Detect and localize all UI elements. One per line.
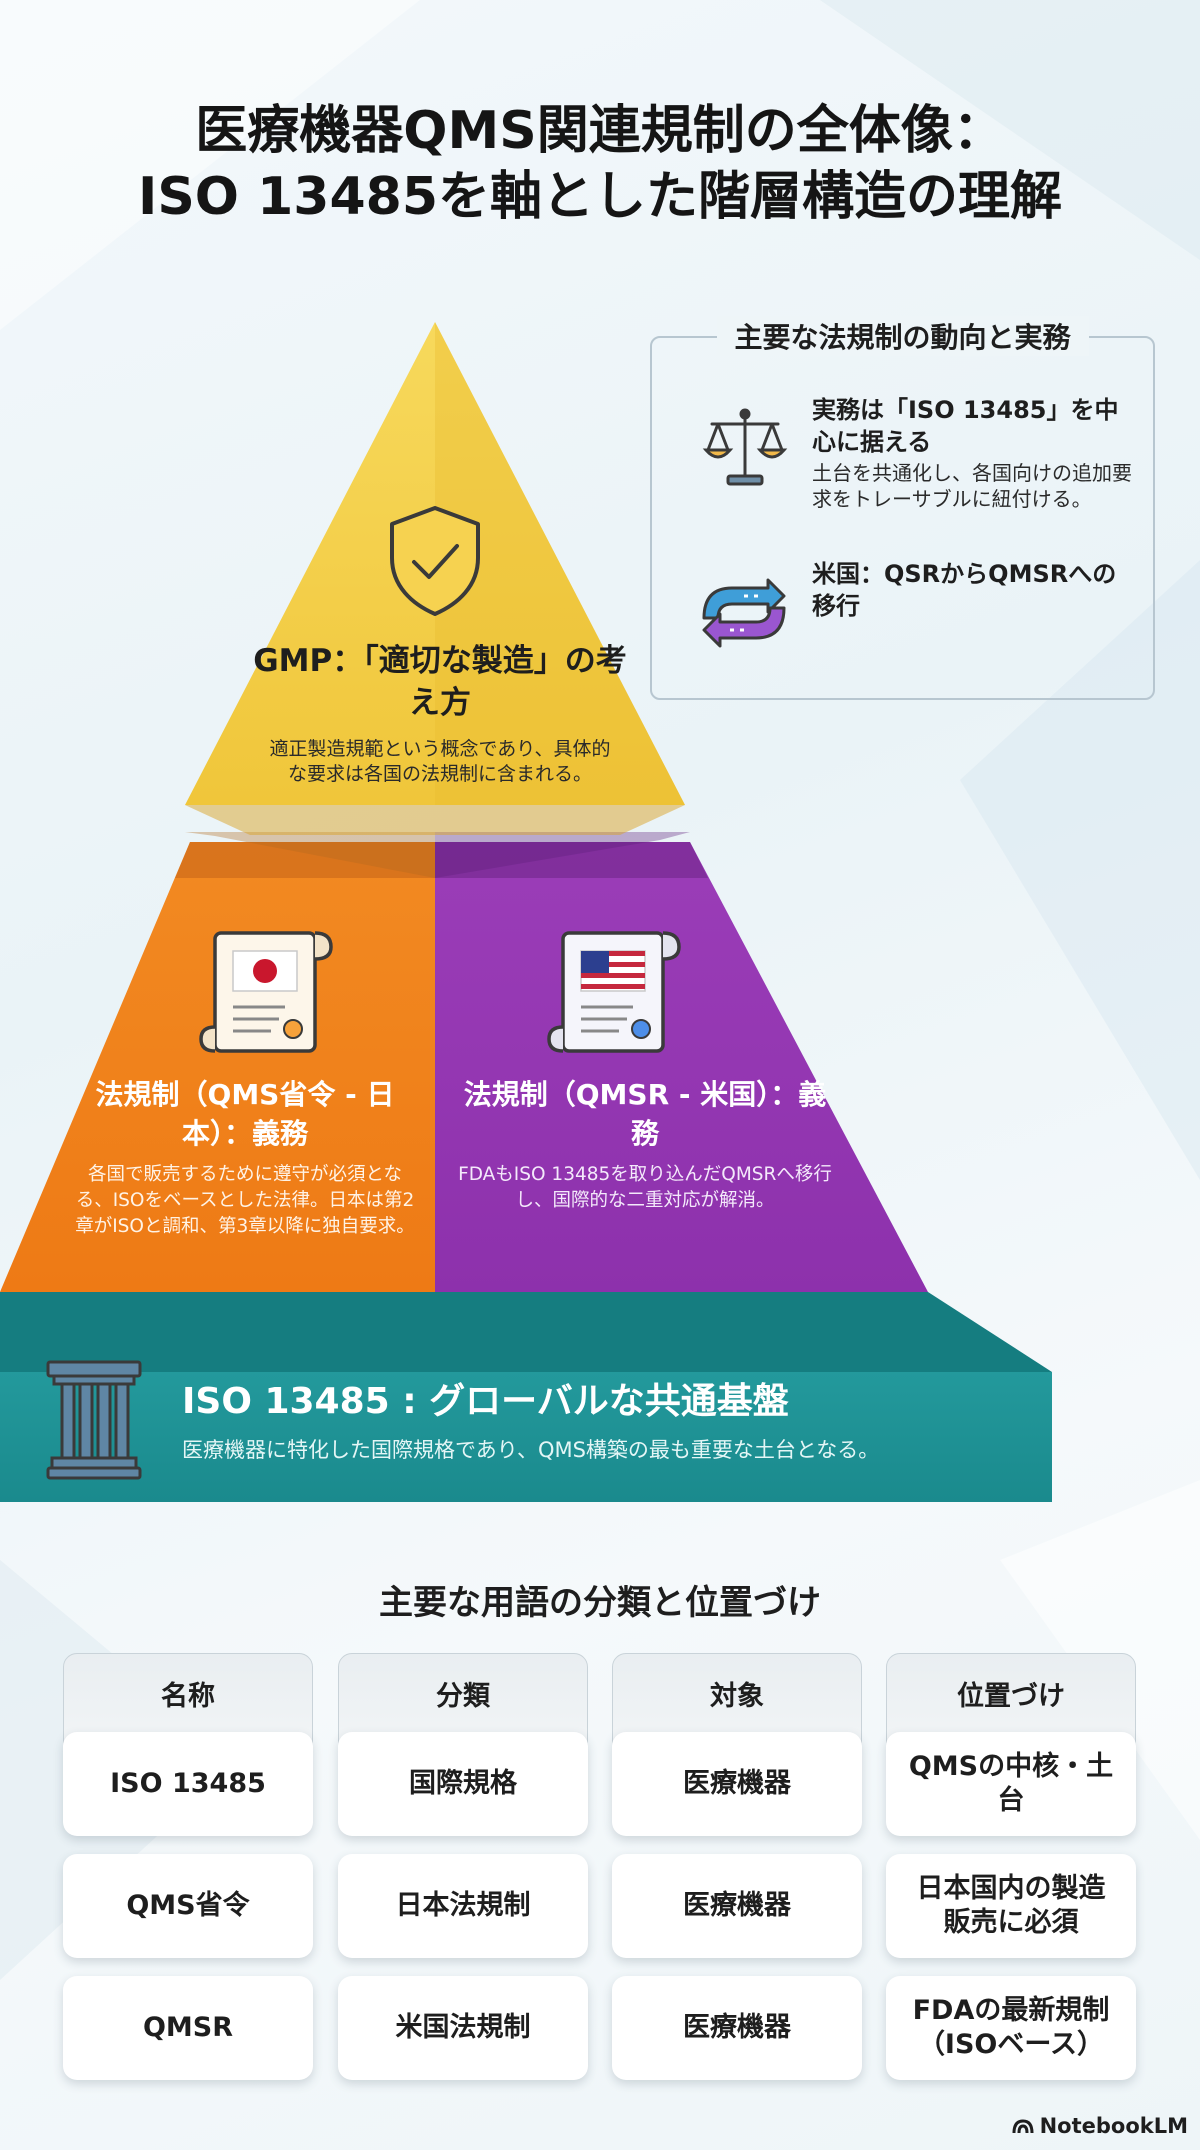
us-layer bbox=[435, 842, 928, 1292]
top-shadow-right bbox=[435, 832, 690, 878]
scales-icon bbox=[702, 408, 788, 486]
gmp-title: GMP：「適切な製造」の考え方 bbox=[253, 643, 627, 721]
base-layer bbox=[0, 1372, 1052, 1502]
gmp-description: 適正製造規範という概念であり、具体的な要求は各国の法規制に含まれる。 bbox=[269, 738, 611, 785]
table-cell: 日本国内の製造 販売に必須 bbox=[886, 1854, 1136, 1958]
top-layer-ledge-left bbox=[175, 842, 435, 878]
trend-item-iso-center-body: 土台を共通化し、各国向けの追加要求をトレーサブルに紐付ける。 bbox=[812, 461, 1132, 511]
us-flag-document-icon bbox=[547, 931, 681, 1053]
trends-title: 主要な法規制の動向と実務 bbox=[716, 316, 1089, 356]
base-layer-top-face bbox=[0, 1292, 1052, 1372]
shield-check-icon bbox=[390, 506, 480, 616]
table-cell-text: 米国法規制 bbox=[395, 2012, 531, 2043]
table-cell: 医療機器 bbox=[612, 1976, 862, 2080]
us-regulation-title: 法規制（QMSR - 米国）：義務 bbox=[463, 1078, 827, 1150]
table-cell-text: 医療機器 bbox=[683, 2012, 791, 2043]
table-cell-text: QMS省令 bbox=[126, 1890, 250, 1921]
table-cell-text: 医療機器 bbox=[683, 1768, 791, 1799]
table-cell: FDAの最新規制 （ISOベース） bbox=[886, 1976, 1136, 2080]
table-cell: 医療機器 bbox=[612, 1854, 862, 1958]
trends-panel: 主要な法規制の動向と実務 実務は「ISO 13485」を中心に据える 土台を共通… bbox=[650, 316, 1155, 700]
table-cell-text: QMSR bbox=[142, 2012, 234, 2043]
table-cell-text: ISO 13485 bbox=[110, 1768, 266, 1799]
iso-foundation-title: ISO 13485 : グローバルな共通基盤 bbox=[182, 1381, 789, 1422]
japan-regulation-title: 法規制（QMS省令 - 日本）：義務 bbox=[95, 1078, 395, 1150]
table-cell: QMSR bbox=[63, 1976, 313, 2080]
us-regulation-description: FDAもISO 13485を取り込んだQMSRへ移行し、国際的な二重対応が解消。 bbox=[458, 1164, 832, 1211]
table-cell: QMSの中核・土台 bbox=[886, 1732, 1136, 1836]
table-cell-text: 日本法規制 bbox=[395, 1890, 531, 1921]
table-cell-text: 日本国内の製造 販売に必須 bbox=[916, 1873, 1106, 1938]
iso-foundation-description: 医療機器に特化した国際規格であり、QMS構築の最も重要な土台となる。 bbox=[182, 1438, 880, 1462]
table-cell: 米国法規制 bbox=[338, 1976, 588, 2080]
pillar-icon bbox=[46, 1360, 142, 1480]
table-cell: QMS省令 bbox=[63, 1854, 313, 1958]
table-cell-text: 医療機器 bbox=[683, 1890, 791, 1921]
brand-name: NotebookLM bbox=[1039, 2114, 1188, 2138]
table-cell: ISO 13485 bbox=[63, 1732, 313, 1836]
page-title-line-2: ISO 13485を軸とした階層構造の理解 bbox=[137, 167, 1063, 227]
top-layer-ledge-right bbox=[435, 842, 708, 878]
trend-item-iso-center-heading: 実務は「ISO 13485」を中心に据える bbox=[812, 396, 1119, 456]
trend-item-qsr-transition: 米国：QSRからQMSRへの移行 bbox=[812, 558, 1132, 622]
trend-item-qsr-transition-heading: 米国：QSRからQMSRへの移行 bbox=[812, 560, 1117, 620]
table-cell: 医療機器 bbox=[612, 1732, 862, 1836]
table-cell-text: FDAの最新規制 （ISOベース） bbox=[912, 1995, 1110, 2060]
table-cell-text: 国際規格 bbox=[409, 1768, 517, 1799]
table-cell: 日本法規制 bbox=[338, 1854, 588, 1958]
gmp-layer-shade bbox=[435, 322, 685, 805]
transition-arrows-icon bbox=[702, 578, 786, 648]
table-cell-text: QMSの中核・土台 bbox=[908, 1751, 1114, 1816]
japan-regulation-description: 各国で販売するために遵守が必須となる、ISOをベースとした法律。日本は第2章がI… bbox=[75, 1164, 415, 1237]
top-shadow-left bbox=[185, 832, 435, 878]
page-title: 医療機器QMS関連規制の全体像： ISO 13485を軸とした階層構造の理解 bbox=[0, 98, 1200, 230]
brand-watermark: NotebookLM bbox=[1012, 2114, 1188, 2138]
trend-item-iso-center: 実務は「ISO 13485」を中心に据える 土台を共通化し、各国向けの追加要求を… bbox=[812, 394, 1132, 512]
terms-table-title: 主要な用語の分類と位置づけ bbox=[379, 1583, 821, 1623]
gmp-layer-base bbox=[185, 805, 685, 835]
page-title-line-1: 医療機器QMS関連規制の全体像： bbox=[195, 101, 1005, 161]
pyramid-diagram bbox=[0, 322, 1052, 1502]
notebooklm-logo-icon bbox=[1012, 2119, 1034, 2134]
table-cell: 国際規格 bbox=[338, 1732, 588, 1836]
japan-flag-document-icon bbox=[199, 931, 333, 1053]
